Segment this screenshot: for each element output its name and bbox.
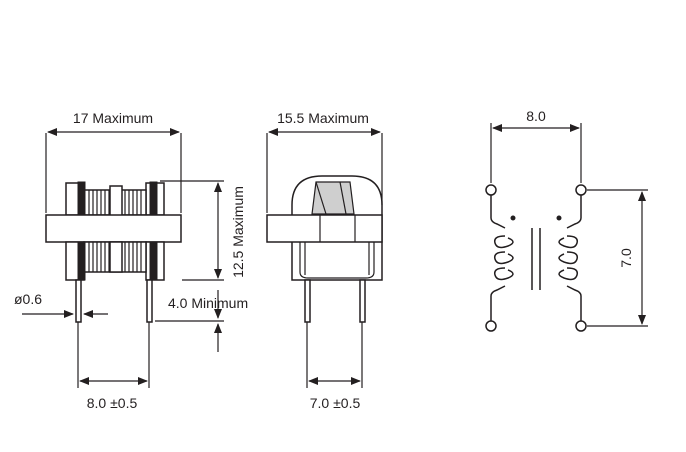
polarity-dot-right bbox=[556, 215, 562, 221]
front-pin-spacing-label: 8.0 ±0.5 bbox=[87, 395, 138, 411]
front-top-coil bbox=[65, 181, 165, 217]
front-bottom-coil bbox=[65, 241, 165, 281]
front-pin-spacing-dimension: 8.0 ±0.5 bbox=[77, 322, 150, 411]
front-width-dimension: 17 Maximum bbox=[45, 110, 182, 213]
left-winding bbox=[490, 195, 514, 321]
pin-diameter-dimension: ø0.6 bbox=[14, 291, 108, 318]
side-left-pin bbox=[304, 279, 311, 323]
side-view: 15.5 Maximum 7.0 ±0.5 bbox=[266, 110, 383, 411]
terminal-bottom-right bbox=[575, 320, 587, 332]
front-left-pin bbox=[75, 279, 82, 323]
schematic: 8.0 7.0 bbox=[485, 108, 648, 332]
front-lead-length-label: 4.0 Minimum bbox=[168, 295, 248, 311]
front-width-label: 17 Maximum bbox=[73, 110, 153, 126]
right-winding bbox=[558, 195, 582, 321]
terminal-top-right bbox=[575, 184, 587, 196]
side-base-plate bbox=[266, 214, 383, 243]
schematic-width-dimension: 8.0 bbox=[490, 108, 582, 183]
front-view: 17 Maximum 12.5 Maximum 4.0 Minimum ø0.6 bbox=[14, 110, 248, 411]
terminal-top-left bbox=[485, 184, 497, 196]
side-right-pin bbox=[359, 279, 366, 323]
front-lead-length-dimension: 4.0 Minimum bbox=[155, 290, 248, 352]
side-pin-spacing-dimension: 7.0 ±0.5 bbox=[306, 322, 363, 411]
side-pin-spacing-label: 7.0 ±0.5 bbox=[310, 395, 361, 411]
polarity-dot-left bbox=[510, 215, 516, 221]
front-height-label: 12.5 Maximum bbox=[230, 186, 246, 278]
front-height-dimension: 12.5 Maximum bbox=[160, 180, 246, 281]
terminal-bottom-left bbox=[485, 320, 497, 332]
schematic-width-label: 8.0 bbox=[526, 108, 546, 124]
front-base-plate bbox=[45, 214, 182, 243]
schematic-height-label: 7.0 bbox=[618, 248, 634, 268]
side-width-dimension: 15.5 Maximum bbox=[266, 110, 383, 213]
front-right-pin bbox=[146, 279, 153, 323]
side-width-label: 15.5 Maximum bbox=[277, 110, 369, 126]
schematic-height-dimension: 7.0 bbox=[587, 189, 648, 327]
pin-diameter-label: ø0.6 bbox=[14, 291, 42, 307]
